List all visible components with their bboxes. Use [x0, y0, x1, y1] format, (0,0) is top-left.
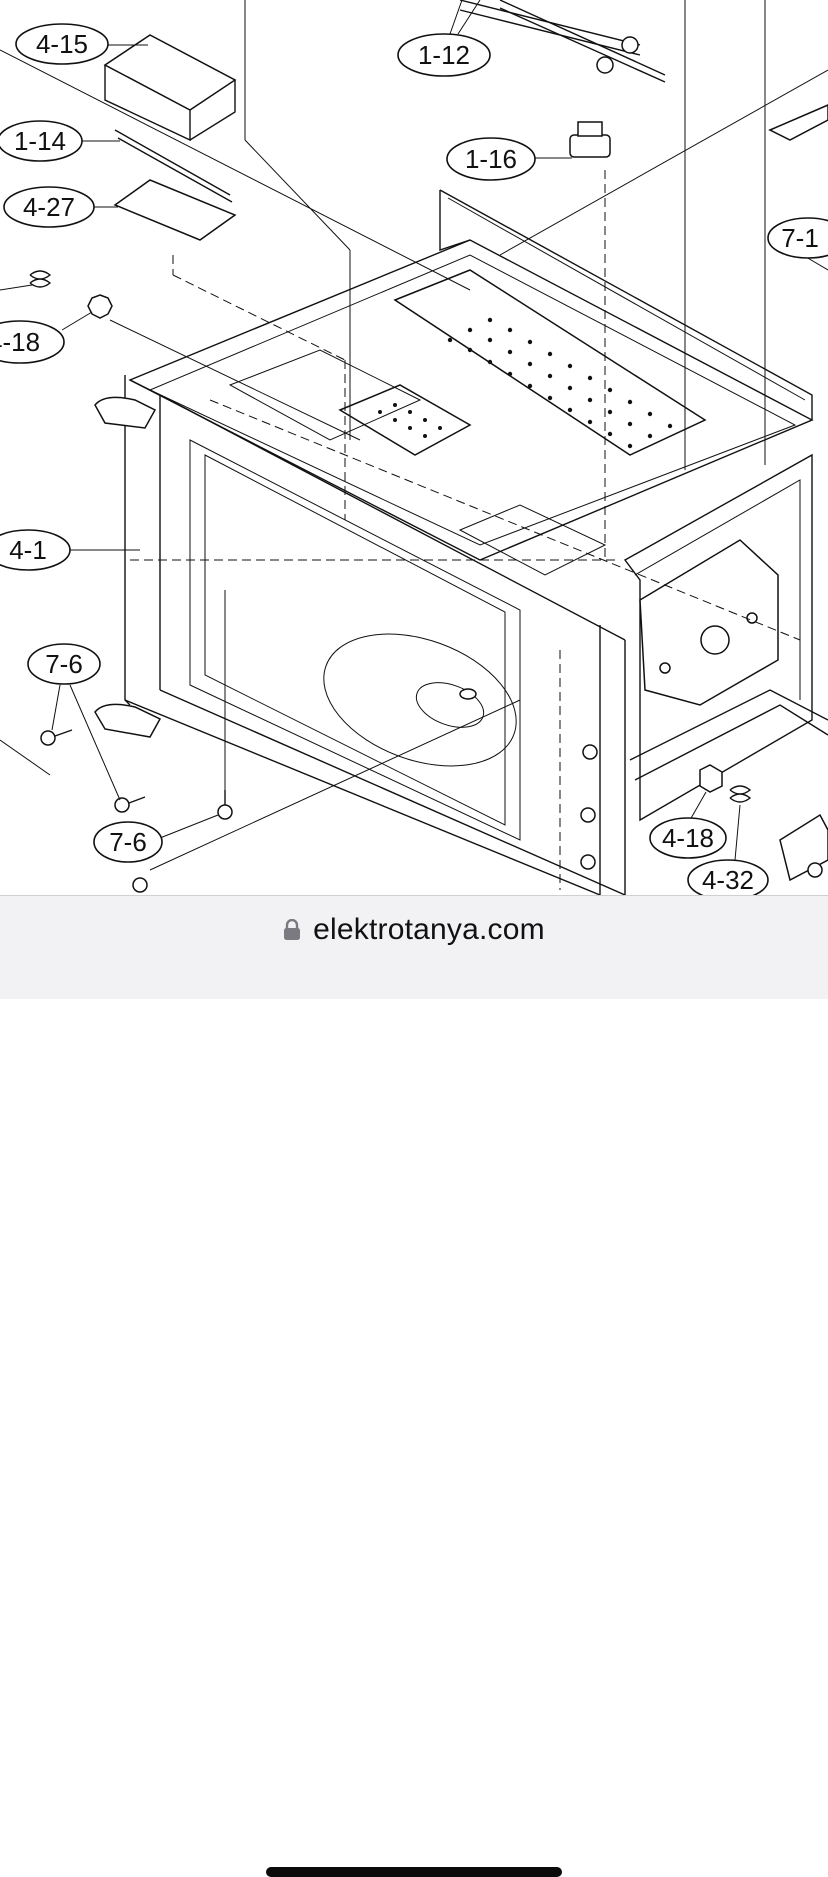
- right-panel: [623, 453, 813, 822]
- svg-text:1-14: 1-14: [14, 126, 66, 156]
- callout-1-14: 1-14: [0, 120, 120, 162]
- svg-text:4-32: 4-32: [702, 865, 754, 895]
- small-cover: [338, 384, 472, 456]
- part-1-14: [114, 129, 231, 196]
- spring-left: [29, 270, 52, 288]
- part-1-16: [569, 134, 611, 158]
- part-4-27: [113, 179, 237, 241]
- callout-4-32: 4-32: [687, 804, 769, 895]
- svg-text:7-1: 7-1: [781, 223, 819, 253]
- callout-4-18-right: 4-18: [649, 791, 727, 859]
- callout-1-16: 1-16: [446, 137, 572, 181]
- callout-7-6-lower: 7-6: [93, 814, 219, 863]
- svg-text:1-12: 1-12: [418, 40, 470, 70]
- callout-1-12: 1-12: [397, 0, 491, 77]
- spring-right: [729, 785, 752, 803]
- diagram-drawing: 4-15 1-12 1-14 1-16 4-27 7-1 4-18 4-1: [0, 0, 828, 895]
- callout-7-1: 7-1: [767, 217, 828, 271]
- svg-text:4-18: 4-18: [662, 823, 714, 853]
- washer-left: [87, 294, 113, 319]
- screws: [40, 729, 598, 893]
- url-text[interactable]: elektrotanya.com: [313, 913, 545, 946]
- svg-text:4-15: 4-15: [36, 29, 88, 59]
- perforations: [447, 317, 673, 449]
- svg-text:4-1: 4-1: [9, 535, 47, 565]
- browser-address-bar[interactable]: elektrotanya.com: [0, 895, 828, 1877]
- svg-text:4-18: 4-18: [0, 327, 40, 357]
- callout-4-27: 4-27: [3, 186, 118, 228]
- lock-icon: [283, 919, 301, 941]
- callout-4-15: 4-15: [15, 23, 148, 65]
- washer-right: [699, 764, 723, 793]
- callout-7-6-upper: 7-6: [27, 643, 121, 801]
- exploded-parts-diagram: 4-15 1-12 1-14 1-16 4-27 7-1 4-18 4-1: [0, 0, 828, 895]
- part-4-15: [103, 34, 237, 111]
- perforated-panel: [393, 269, 707, 456]
- home-indicator[interactable]: [266, 1867, 562, 1877]
- svg-text:1-16: 1-16: [465, 144, 517, 174]
- svg-text:7-6: 7-6: [45, 649, 83, 679]
- callout-4-18-left: 4-18: [0, 284, 93, 364]
- svg-text:4-27: 4-27: [23, 192, 75, 222]
- svg-text:7-6: 7-6: [109, 827, 147, 857]
- url-display[interactable]: elektrotanya.com: [0, 910, 828, 950]
- callout-4-1: 4-1: [0, 529, 140, 571]
